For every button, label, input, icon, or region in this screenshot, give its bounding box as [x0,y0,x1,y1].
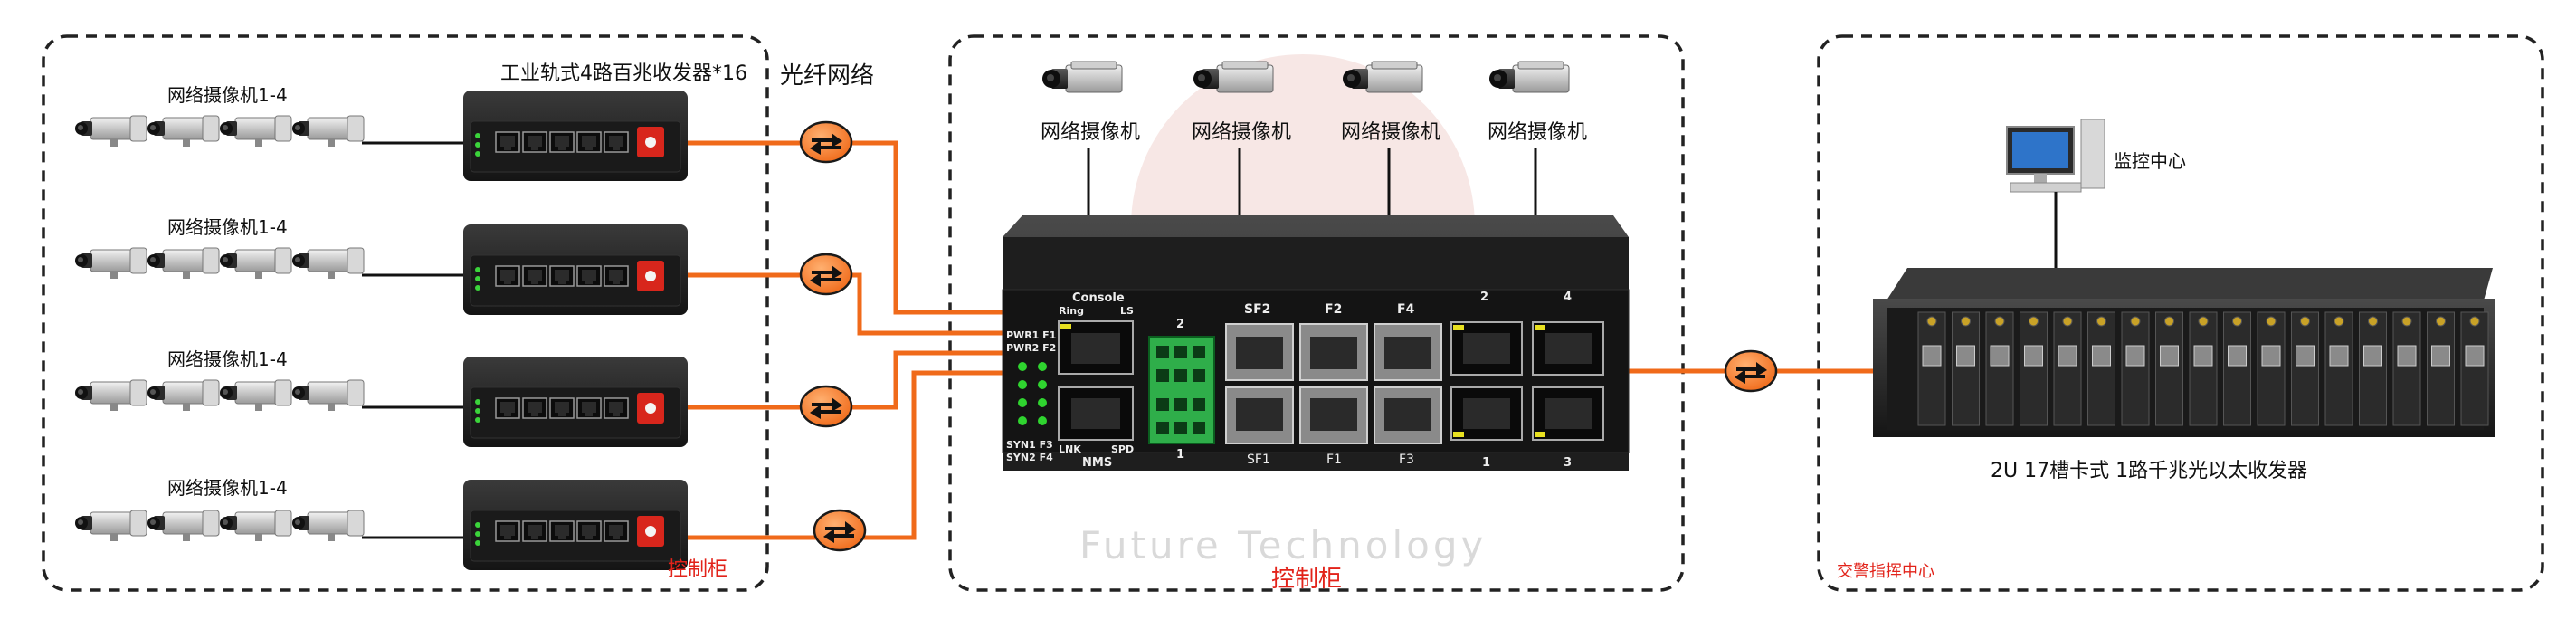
port3-label: 3 [1564,456,1572,470]
chassis-card-slot [1917,311,1946,426]
fiber-links [688,140,1887,540]
ls-label: LS [1120,305,1134,317]
port4-label: 4 [1564,291,1572,304]
camera-icon [291,379,365,412]
chassis-card-slot [2324,311,2353,426]
chassis-card-slot [2460,311,2489,426]
chassis-rack [1873,268,2495,437]
f4-label: F4 [1397,302,1415,317]
left-zone-label: 控制柜 [668,558,727,581]
camera-icon [291,247,365,280]
chassis-card-slot [2020,311,2048,426]
camera-label: 网络摄像机 [1192,121,1291,144]
transceiver-device [463,357,688,447]
chassis-card-slot [2189,311,2218,426]
camera-group-label: 网络摄像机1-4 [167,477,288,499]
camera-icon [147,510,220,542]
camera-group-label: 网络摄像机1-4 [167,84,288,106]
fiber-node-icon [799,120,853,164]
console-label: Console [1072,291,1125,305]
left-device-title: 工业轨式4路百兆收发器*16 [500,62,747,85]
zone-middle-border [948,34,1685,592]
chassis-card-slot [2257,311,2286,426]
left-row-4: 网络摄像机1-4 [74,477,688,570]
transceiver-device [463,480,688,570]
chassis-card-slot [2155,311,2183,426]
industrial-switch: Console Ring LS PWR1 F1 PWR2 F2 SYN1 F3 … [1002,215,1630,471]
pwr1-label: PWR1 F1 [1006,329,1056,341]
monitor-center-label: 监控中心 [2114,150,2186,172]
camera-label: 网络摄像机 [1041,121,1140,144]
port1-label: 1 [1482,456,1490,470]
camera-icon [1488,61,1570,93]
fiber-node-icon [799,385,853,428]
right-zone-label: 交警指挥中心 [1837,562,1934,581]
camera-icon [291,510,365,542]
watermark-text: Future Technology [1079,523,1487,567]
camera-group-label: 网络摄像机1-4 [167,216,288,238]
camera-icon [74,379,147,412]
port2-label: 2 [1480,291,1488,304]
sf2-label: SF2 [1244,302,1270,317]
syn2-label: SYN2 F4 [1006,452,1053,463]
camera-icon [1193,61,1274,93]
chassis-card-slot [1952,311,1980,426]
ring-label: Ring [1059,305,1084,317]
middle-zone-label: 控制柜 [1271,566,1342,593]
f3-label: F3 [1399,453,1414,467]
camera-icon [74,510,147,542]
camera-icon [219,379,292,412]
camera-label: 网络摄像机 [1341,121,1440,144]
camera-icon [147,115,220,148]
left-row-2: 网络摄像机1-4 [74,216,688,315]
f1-label: F1 [1326,453,1342,467]
fiber-node-icon [1724,349,1778,393]
chassis-label: 2U 17槽卡式 1路千兆光以太收发器 [1991,460,2307,482]
camera-icon [219,510,292,542]
chassis-card-slot [2427,311,2455,426]
camera-label: 网络摄像机 [1488,121,1587,144]
left-row-1: 网络摄像机1-4 [74,84,688,181]
chassis-card-slot [2087,311,2115,426]
lnk-label: LNK [1059,443,1081,455]
terminal-top-label: 2 [1176,318,1184,331]
pwr2-label: PWR2 F2 [1006,342,1056,354]
camera-icon [147,247,220,280]
camera-icon [291,115,365,148]
zone-right-border [1817,34,2544,592]
camera-icon [147,379,220,412]
left-row-3: 网络摄像机1-4 [74,348,688,447]
f2-label: F2 [1325,302,1342,317]
syn1-label: SYN1 F3 [1006,439,1053,451]
camera-icon [74,115,147,148]
chassis-card-slot [2121,311,2150,426]
transceiver-device [463,91,688,181]
spd-label: SPD [1111,443,1134,455]
monitor-workstation [2006,119,2105,268]
chassis-card-slot [1985,311,2014,426]
chassis-card-slot [2223,311,2251,426]
chassis-card-slot [2053,311,2082,426]
transceiver-device [463,224,688,315]
chassis-card-slot [2359,311,2387,426]
camera-icon [219,115,292,148]
terminal-bottom-label: 1 [1176,448,1184,462]
zone-left-border [42,34,769,592]
camera-group-label: 网络摄像机1-4 [167,348,288,370]
camera-icon [219,247,292,280]
sf1-label: SF1 [1247,453,1270,467]
nms-label: NMS [1082,456,1112,470]
chassis-card-slot [2392,311,2421,426]
fiber-node-icon [799,253,853,296]
fiber-network-label: 光纤网络 [780,62,874,90]
camera-icon [74,247,147,280]
chassis-card-slot [2291,311,2319,426]
middle-cameras: 网络摄像机 网络摄像机 网络摄像机 网络摄像机 [1041,61,1587,217]
camera-icon [1041,61,1123,93]
fiber-node-icon [813,509,867,552]
